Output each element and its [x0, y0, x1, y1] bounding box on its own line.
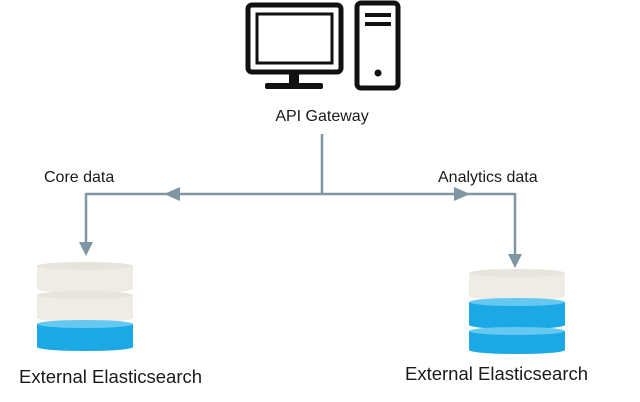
right-database-label: External Elasticsearch — [405, 363, 588, 384]
right-direction-arrow — [454, 187, 470, 201]
left-down-arrow — [79, 242, 93, 256]
monitor-icon — [245, 2, 344, 89]
left-direction-arrow — [164, 187, 180, 201]
database-stack-icon — [469, 269, 565, 354]
disk-bottom — [469, 327, 565, 354]
disk-top — [469, 269, 565, 300]
right-down-arrow — [508, 254, 522, 268]
disk-middle — [37, 291, 133, 322]
analytics-data-label: Analytics data — [438, 169, 538, 186]
disk-middle — [469, 298, 565, 329]
database-stack-icon — [37, 262, 133, 351]
flow-connectors — [79, 134, 522, 268]
disk-bottom — [37, 320, 133, 351]
left-database-label: External Elasticsearch — [19, 366, 202, 387]
disk-top — [37, 262, 133, 293]
tower-icon — [354, 0, 401, 91]
gateway-label: API Gateway — [275, 108, 368, 125]
desktop-computer-icon — [245, 0, 401, 91]
core-data-label: Core data — [44, 169, 114, 186]
